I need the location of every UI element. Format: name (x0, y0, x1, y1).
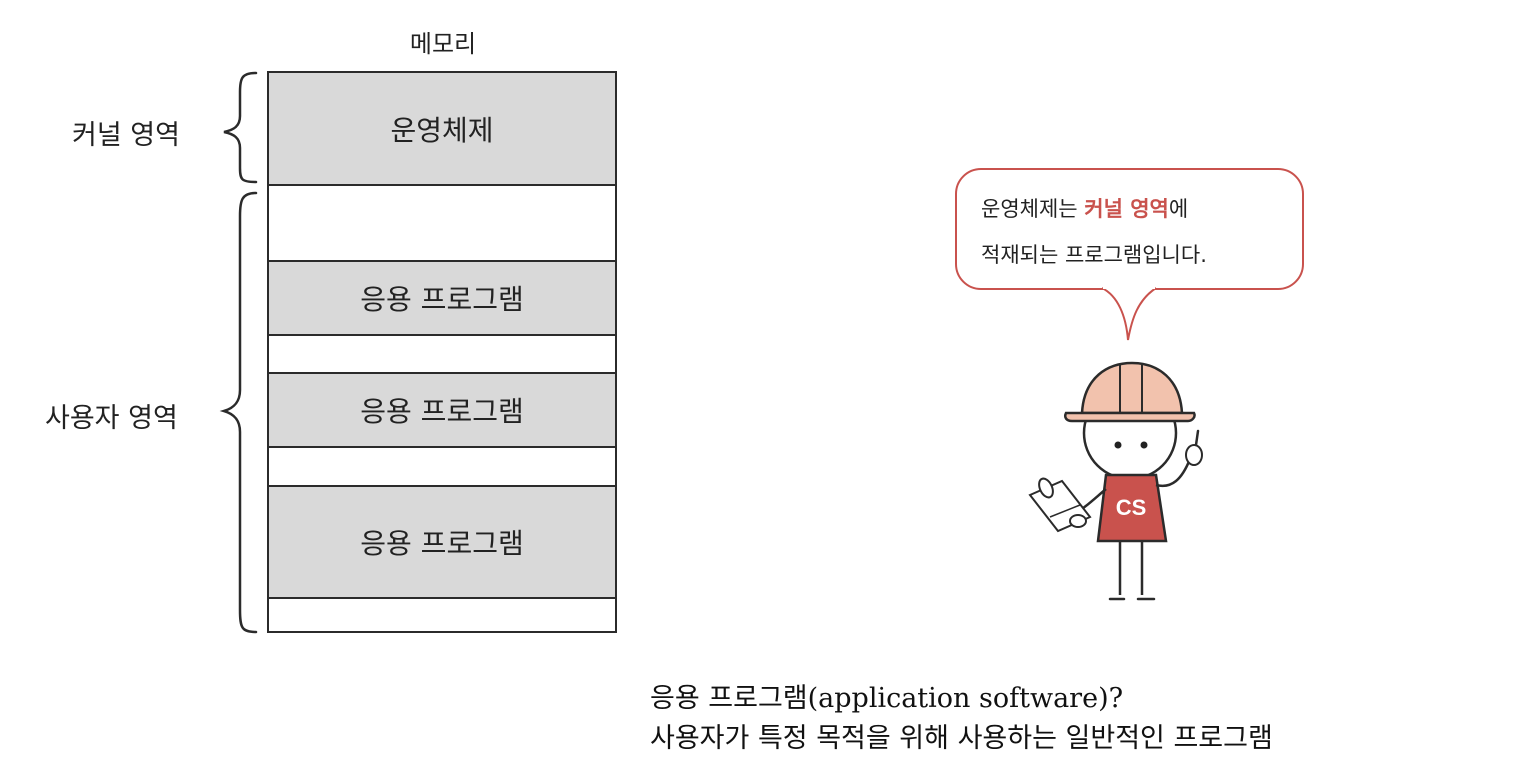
user-brace-icon (219, 191, 258, 634)
definition-title: 응용 프로그램(application software)? (650, 683, 1124, 714)
speech-accent-text: 커널 영역 (1084, 197, 1169, 221)
memory-block-os: 운영체제 (269, 73, 615, 186)
cs-character-icon: CS (1028, 361, 1203, 601)
memory-block-app: 응용 프로그램 (269, 485, 615, 599)
speech-line-2: 적재되는 프로그램입니다. (981, 243, 1207, 267)
memory-title: 메모리 (409, 30, 477, 58)
kernel-brace-icon (223, 71, 258, 184)
memory-block-app: 응용 프로그램 (269, 260, 615, 336)
user-region-label: 사용자 영역 (45, 403, 178, 434)
definition-body: 사용자가 특정 목적을 위해 사용하는 일반적인 프로그램 (650, 723, 1273, 754)
memory-diagram: 운영체제 응용 프로그램 응용 프로그램 응용 프로그램 (267, 71, 617, 633)
speech-bubble-tail-icon (1101, 286, 1157, 341)
memory-block-app: 응용 프로그램 (269, 372, 615, 448)
shirt-text: CS (1116, 495, 1147, 520)
kernel-region-label: 커널 영역 (72, 120, 180, 151)
speech-bubble: 운영체제는 커널 영역에 적재되는 프로그램입니다. (955, 168, 1304, 290)
speech-line-1: 운영체제는 커널 영역에 (981, 197, 1189, 221)
